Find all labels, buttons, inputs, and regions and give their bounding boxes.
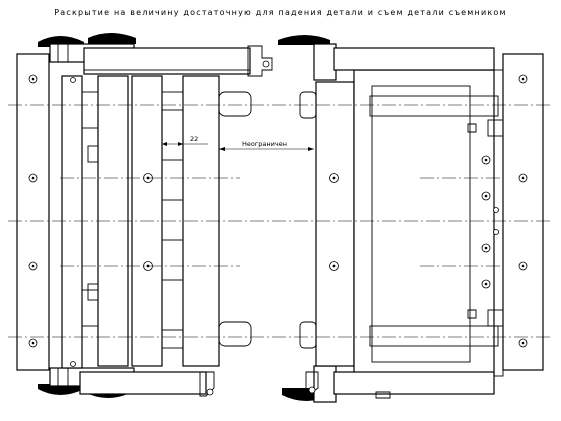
right-plate-a (315, 81, 355, 367)
right-bottom-rail (333, 371, 495, 395)
right-top-block (313, 43, 337, 81)
bottom-tie-bar (79, 371, 207, 395)
left-plate-a (61, 75, 83, 369)
dimension-annotations: 22 Неограничен (162, 135, 314, 151)
right-ejector-frame (353, 69, 495, 377)
left-clamp-plate (16, 53, 50, 371)
right-bottom-block (313, 365, 337, 403)
right-moving-half (299, 43, 544, 403)
left-fixed-half (16, 43, 273, 397)
free-opening-label: Неограничен (242, 140, 287, 148)
right-top-rail (333, 47, 495, 71)
gap-dimension-label: 22 (190, 135, 198, 143)
drawing-title: Раскрытие на величину достаточную для па… (54, 8, 507, 17)
centre-lines (8, 104, 553, 338)
right-clamp-plate (502, 53, 544, 371)
